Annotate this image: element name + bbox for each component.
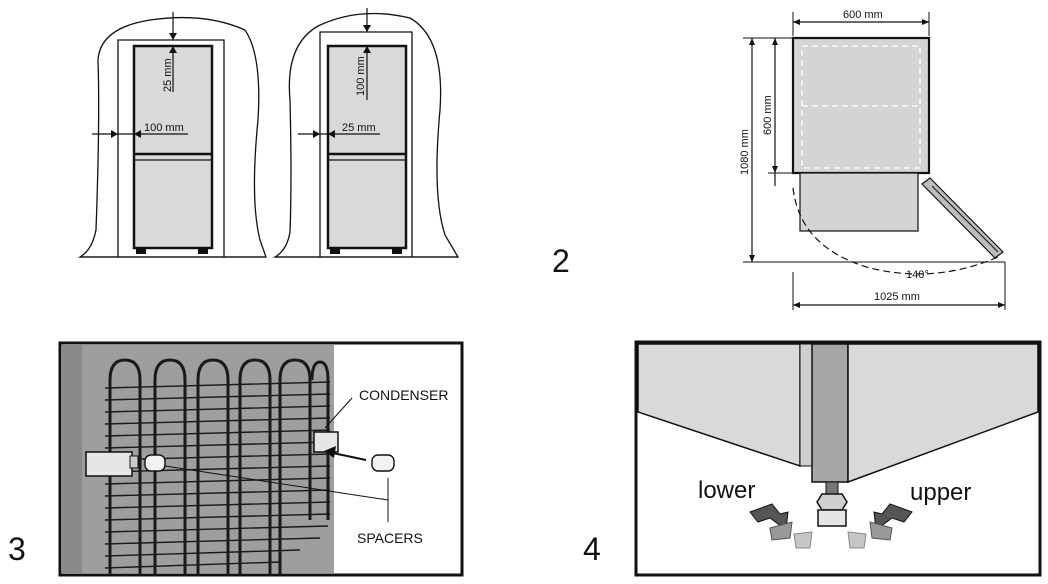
cabinet-right-face [847,343,1039,484]
spacer-bracket-left [85,451,133,477]
height-label: 1080 mm [739,129,751,175]
wall-niche-outline [77,16,267,258]
leveling-foot-diagram: lower upper [634,340,1042,577]
total-depth-label: 1025 mm [874,291,920,303]
adjustable-foot-base [817,509,847,527]
depth-label: 600 mm [762,95,774,135]
spacer-left [144,454,166,472]
niche-frame [319,31,413,257]
cabinet-corner [811,343,849,483]
door-swing-arc [792,187,999,275]
figure-number-2: 2 [552,243,570,279]
lower-rotation-arrow [749,503,813,549]
condenser-diagram: CONDENSER SPACERS [58,341,464,577]
dimensions-diagram: 600 mm 600 mm 1080 mm 140° 1025 mm [739,9,1006,310]
top-clearance-label: 25 mm [162,58,174,92]
condenser-coil [108,358,330,575]
condenser-wires [104,381,331,569]
clearance-diagram-right: 100 mm 25 mm [272,8,460,258]
width-label: 600 mm [843,9,883,21]
spacer-right [371,454,395,472]
adjustable-foot-nut [816,493,848,511]
figure-number-4: 4 [583,531,601,567]
door-closed [799,172,919,232]
spacers-label: SPACERS [357,530,423,546]
figure-number-3: 3 [8,531,26,567]
door-open [921,177,1004,259]
upper-label: upper [910,479,971,506]
condenser-label: CONDENSER [359,387,448,403]
top-clearance-label: 100 mm [355,56,367,96]
clearance-diagram-left: 25 mm 100 mm [77,12,267,258]
side-clearance-label: 25 mm [342,122,376,134]
upper-rotation-arrow [847,503,913,549]
niche-frame [117,39,225,257]
lower-label: lower [698,477,755,504]
side-clearance-label: 100 mm [144,122,184,134]
wall-niche-outline [272,12,460,258]
angle-label: 140° [906,269,929,281]
